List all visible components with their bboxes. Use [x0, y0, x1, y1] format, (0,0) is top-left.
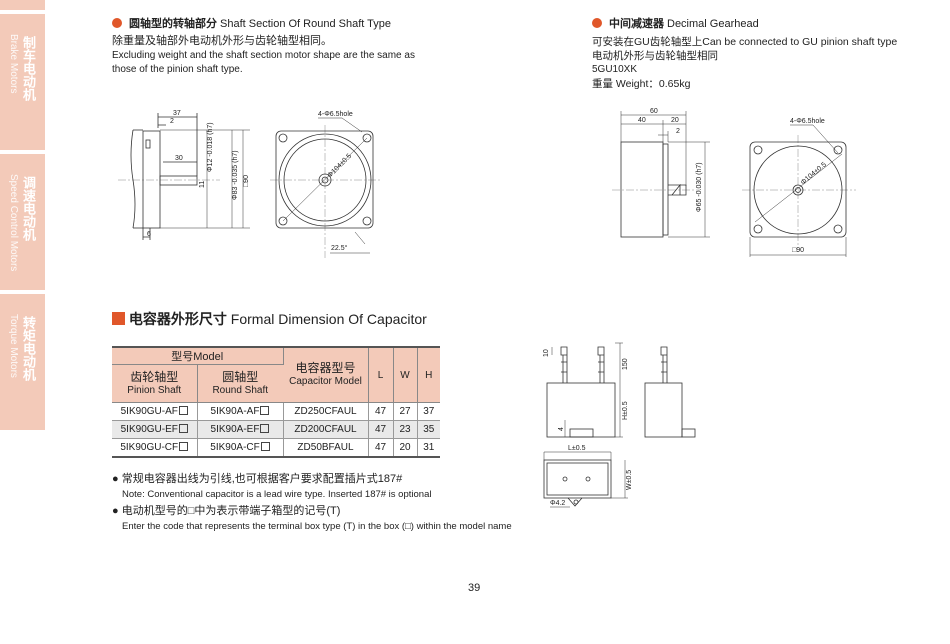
header-cap-en: Capacitor Model [289, 376, 362, 387]
cell-l: 47 [368, 402, 394, 421]
dim-6: 6 [147, 231, 151, 238]
dim-60: 60 [650, 108, 658, 115]
dim-h: H±0.5 [622, 401, 629, 420]
dim-20: 20 [671, 117, 679, 124]
title-zh: 电容器外形尺寸 [128, 311, 227, 327]
header-w: W [393, 347, 418, 403]
dim-11: 11 [199, 181, 206, 188]
cell-l: 47 [368, 420, 394, 439]
cell-h: 37 [417, 402, 440, 421]
dim-w: W±0.5 [626, 470, 633, 490]
sidebar-tab-speed-control-motors[interactable]: 调速电动机 Speed Control Motors [0, 154, 45, 290]
description-zh: 除重量及轴部外电动机外形与齿轮轴型相同。 [112, 35, 332, 47]
cell-pinion: 5IK90GU-AF [120, 406, 178, 417]
dim-pilot-dia: Φ65 -0.030 (h7) [696, 162, 703, 212]
dim-37: 37 [173, 110, 181, 117]
dim-4: 4 [558, 427, 565, 431]
capacitor-drawing: 10 150 H±0.5 4 L±0.5 W±0.5 Φ4.2 [543, 342, 696, 508]
header-model: 型号Model [112, 347, 284, 365]
bullet-icon [592, 18, 602, 28]
dim-40: 40 [638, 117, 646, 124]
description-2: 电动机外形与齿轮轴型相同 [592, 50, 718, 62]
cell-h: 35 [417, 420, 440, 439]
dim-2: 2 [676, 128, 680, 135]
bullet-icon [112, 18, 122, 28]
round-shaft-side-view: 37 2 30 6 Φ12 -0.018 (h7) Φ83 -0.035 (h7… [118, 110, 250, 240]
cell-pinion: 5IK90GU-EF [120, 424, 178, 435]
section-title-en: Decimal Gearhead [667, 18, 759, 30]
page-number: 39 [468, 582, 481, 594]
dim-2: 2 [170, 118, 174, 125]
dim-150: 150 [622, 358, 629, 370]
section-title-zh: 圆轴型的转轴部分 [129, 18, 217, 30]
description-1: 可安装在GU齿轮轴型上Can be connected to GU pinion… [592, 36, 898, 48]
dim-hole: 4-Φ6.5hole [790, 118, 825, 125]
dim-10: 10 [543, 349, 550, 357]
cell-cap: ZD250CFAUL [283, 402, 369, 421]
description-en: Excluding weight and the shaft section m… [112, 50, 415, 75]
cell-round: 5IK90A-EF [210, 424, 260, 435]
cell-l: 47 [368, 438, 394, 457]
cell-round: 5IK90A-CF [210, 441, 260, 453]
note-zh: 电动机型号的□中为表示带端子箱型的记号(T) [121, 505, 341, 517]
section-title-zh: 中间减速器 [609, 18, 664, 30]
cell-cap: ZD200CFAUL [283, 420, 369, 439]
header-l: L [368, 347, 394, 403]
sidebar-tab-torque-motors[interactable]: 转矩电动机 Torque Motors [0, 294, 45, 430]
capacitor-section-title: 电容器外形尺寸 Formal Dimension Of Capacitor [112, 309, 427, 329]
note-en: Note: Conventional capacitor is a lead w… [122, 489, 432, 500]
tab-label-zh: 调速电动机 [21, 176, 36, 241]
dim-pilot-dia: Φ83 -0.035 (h7) [232, 150, 239, 200]
notes: ● 常规电容器出线为引线,也可根据客户要求配置插片式187# Note: Con… [112, 471, 532, 534]
tab-label-en: Torque Motors [8, 314, 19, 378]
cell-h: 31 [417, 438, 440, 457]
cell-pinion: 5IK90GU-CF [120, 441, 179, 453]
cell-w: 20 [393, 438, 418, 457]
gearhead-front-view: 4-Φ6.5hole Φ104±0.5 □90 [742, 118, 856, 257]
header-pinion-zh: 齿轮轴型 [130, 369, 179, 384]
dim-30: 30 [175, 155, 183, 162]
tab-label-zh: 制车电动机 [21, 36, 36, 101]
tab-label-en: Speed Control Motors [8, 174, 19, 272]
cell-round: 5IK90A-AF [210, 406, 260, 417]
dim-square: □90 [243, 175, 250, 187]
title-square-icon [112, 312, 125, 325]
section-title-en: Shaft Section Of Round Shaft Type [220, 18, 392, 30]
dim-square: □90 [792, 247, 804, 254]
dim-hole: 4-Φ6.5hole [318, 111, 353, 118]
dim-hole: Φ4.2 [550, 500, 565, 507]
dim-angle: 22.5° [331, 244, 348, 252]
header-round-zh: 圆轴型 [222, 369, 259, 384]
gearhead-model: 5GU10XK [592, 64, 638, 75]
cell-cap: ZD50BFAUL [283, 438, 369, 457]
tab-label-zh: 转矩电动机 [21, 316, 36, 381]
sidebar-tab-brake-motors[interactable]: 制车电动机 Brake Motors [0, 14, 45, 150]
header-cap-zh: 电容器型号 [295, 361, 356, 375]
title-en: Formal Dimension Of Capacitor [230, 311, 427, 327]
dim-pcd: Φ104±0.5 [326, 153, 353, 180]
dim-l: L±0.5 [568, 445, 586, 452]
gearhead-side-view: 60 40 20 2 Φ65 -0.030 (h7) [612, 108, 710, 238]
tab-label-en: Brake Motors [8, 34, 19, 94]
sidebar-tab-top [0, 0, 45, 10]
cell-w: 27 [393, 402, 418, 421]
dim-shaft-dia: Φ12 -0.018 (h7) [207, 122, 214, 172]
note-zh: 常规电容器出线为引线,也可根据客户要求配置插片式187# [121, 473, 403, 485]
header-h: H [417, 347, 440, 403]
note-en: Enter the code that represents the termi… [122, 521, 512, 532]
cell-w: 23 [393, 420, 418, 439]
header-round-en: Round Shaft [212, 384, 269, 396]
dim-pcd: Φ104±0.5 [800, 161, 828, 186]
gearhead-weight: 重量 Weight：0.65kg [592, 78, 691, 90]
round-shaft-front-view: 4-Φ6.5hole Φ104±0.5 22.5° [270, 111, 380, 258]
header-pinion-en: Pinion Shaft [127, 384, 182, 396]
